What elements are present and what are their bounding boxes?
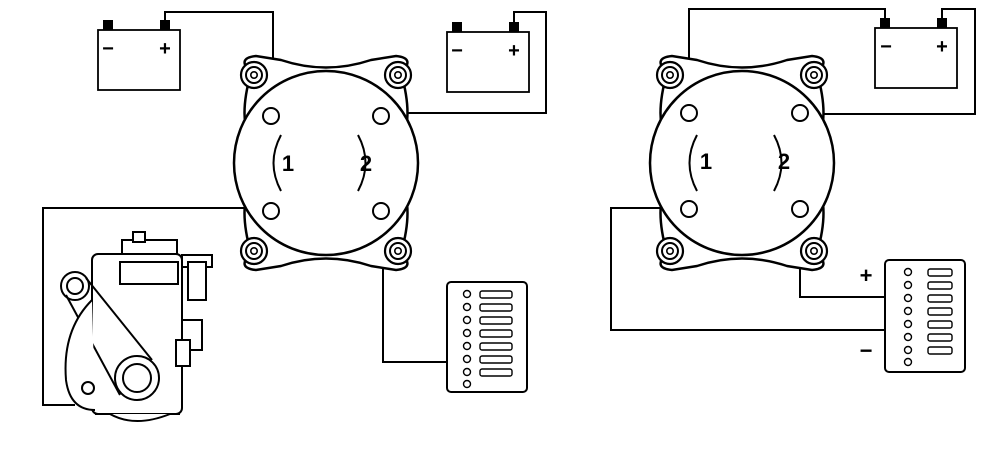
engine	[60, 231, 213, 422]
distribution-panel-right	[884, 259, 966, 373]
battery-negative-label: −	[880, 36, 892, 58]
positive-wire-label: +	[860, 263, 873, 288]
position-2-label: 2	[778, 149, 790, 174]
battery-positive-label: +	[936, 36, 948, 58]
terminal-1-top	[680, 104, 698, 122]
position-2-label: 2	[360, 151, 372, 176]
battery-negative-label: −	[102, 38, 114, 60]
battery-switch-right: 1 2	[650, 56, 834, 270]
terminal-2-top	[372, 107, 390, 125]
terminal-2-bottom	[791, 200, 809, 218]
battery-right: − +	[874, 18, 958, 89]
distribution-panel-left	[446, 281, 528, 393]
terminal-1-bottom	[262, 202, 280, 220]
terminal-1-bottom	[680, 200, 698, 218]
battery-left-2: − +	[446, 22, 530, 93]
position-1-label: 1	[282, 151, 294, 176]
battery-left-1: − +	[97, 20, 181, 91]
negative-wire-label: −	[860, 338, 873, 363]
terminal-2-top	[791, 104, 809, 122]
battery-positive-label: +	[508, 40, 520, 62]
battery-positive-label: +	[159, 38, 171, 60]
position-1-label: 1	[700, 149, 712, 174]
terminal-2-bottom	[372, 202, 390, 220]
terminal-1-top	[262, 107, 280, 125]
battery-negative-label: −	[451, 40, 463, 62]
battery-switch-left: 1 2	[234, 56, 418, 270]
